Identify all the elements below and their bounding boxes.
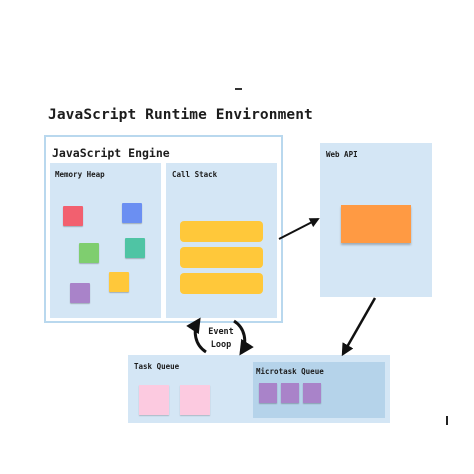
- top-dash-mark: [235, 88, 242, 90]
- arrow-webapi-to-microtask: [341, 297, 377, 357]
- heap-note-blue: [122, 203, 142, 223]
- heap-note-teal: [125, 238, 145, 258]
- diagram-title: JavaScript Runtime Environment: [48, 107, 313, 123]
- microtask-item: [303, 383, 321, 403]
- web-api-task-box: [341, 205, 411, 243]
- event-loop-label-line1: Event: [208, 327, 234, 337]
- task-queue-item: [139, 385, 169, 415]
- arrow-callstack-to-webapi: [278, 218, 320, 240]
- call-stack-frame: [180, 247, 263, 268]
- task-queue-label: Task Queue: [134, 362, 180, 371]
- microtask-item: [281, 383, 299, 403]
- web-api-label: Web API: [326, 150, 358, 159]
- event-loop-label-line2: Loop: [210, 340, 232, 350]
- text-cursor-mark: [446, 416, 448, 425]
- call-stack-frame: [180, 221, 263, 242]
- microtask-item: [259, 383, 277, 403]
- call-stack-frame: [180, 273, 263, 294]
- call-stack-label: Call Stack: [172, 170, 218, 179]
- heap-note-yellow: [109, 272, 129, 292]
- event-loop-label: Event Loop: [204, 326, 238, 352]
- javascript-engine-label: JavaScript Engine: [52, 146, 170, 160]
- microtask-queue-label: Microtask Queue: [256, 367, 324, 376]
- task-queue-item: [180, 385, 210, 415]
- heap-note-green: [79, 243, 99, 263]
- heap-note-red: [63, 206, 83, 226]
- heap-note-purple: [70, 283, 90, 303]
- memory-heap-label: Memory Heap: [55, 170, 105, 179]
